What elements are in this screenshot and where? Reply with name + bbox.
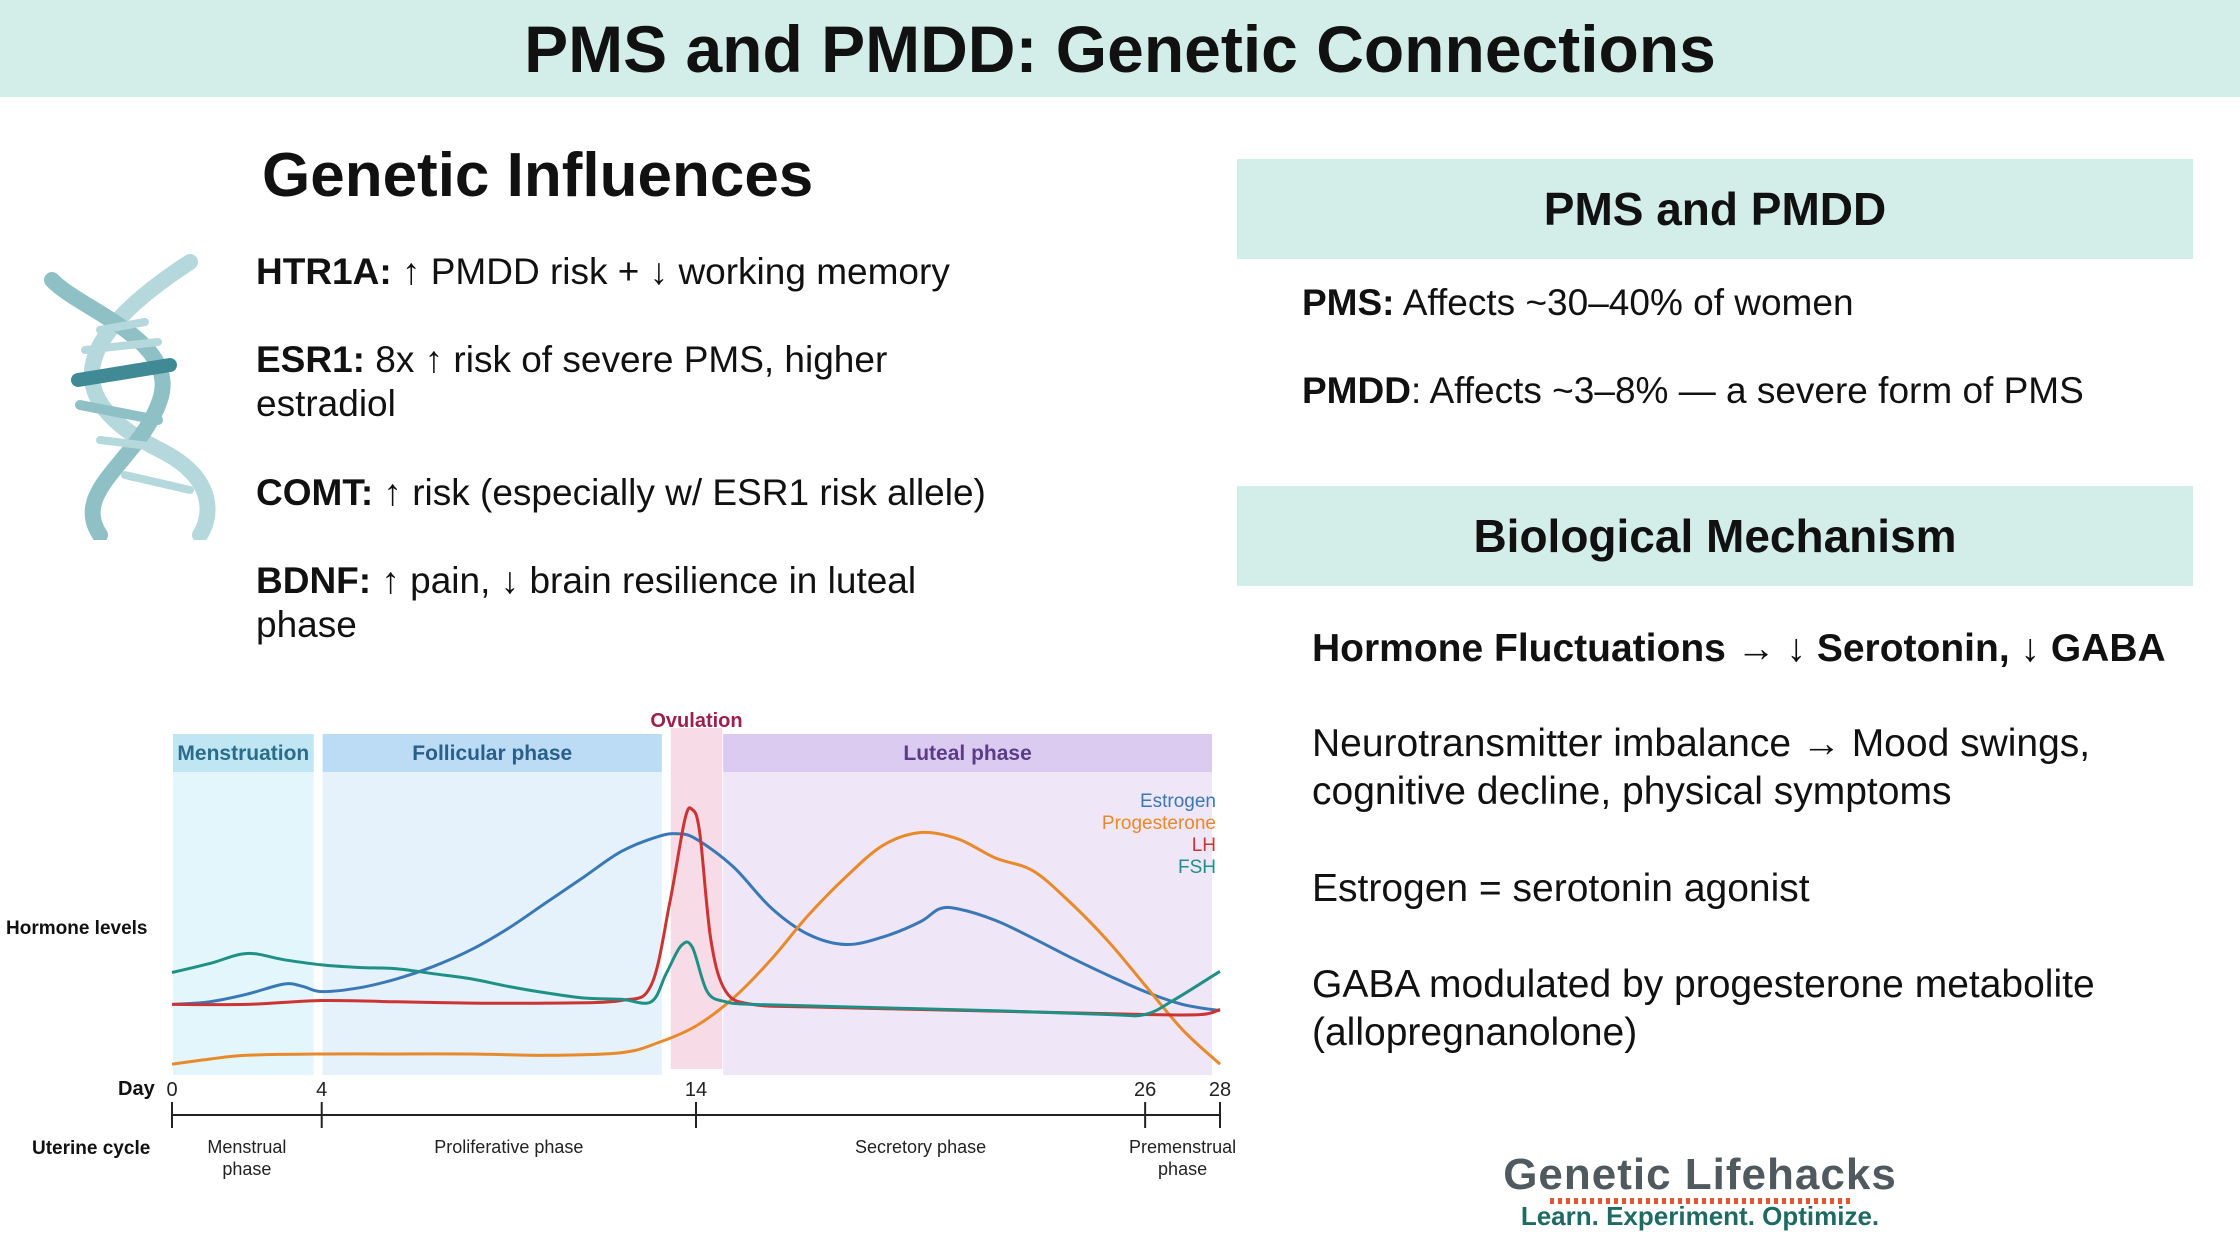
x-axis-label: Day [118,1078,156,1100]
uterine-phase-menstrual-phase-line1: Menstrual [207,1137,286,1157]
dna-helix-icon [44,254,216,540]
gene-name: BDNF: [256,560,372,601]
phase-band-luteal-phase [723,734,1212,1075]
gene-name: ESR1: [256,339,365,380]
gene-name: COMT: [256,472,374,513]
x-axis-ticks: 0 4 14 26 28 [166,1079,1231,1128]
phase-label-menstruation: Menstruation [177,742,309,765]
x-tick-label-26: 26 [1134,1079,1156,1101]
phase-label-luteal-phase: Luteal phase [903,742,1031,765]
pms-pmdd-header: PMS and PMDD [1237,159,2193,259]
logo-dots [1550,1198,1850,1204]
page-title: PMS and PMDD: Genetic Connections [524,11,1716,86]
hormone-cycle-chart: Menstruation Follicular phase OvulationLut… [6,710,1236,1179]
phase-band-follicular-phase [322,734,662,1075]
mechanism-line-gaba: GABA modulated by progesterone metabolit… [1312,963,2095,1054]
x-tick-label-28: 28 [1209,1079,1231,1101]
genetic-influences-title: Genetic Influences [262,141,814,210]
gene-name: HTR1A: [256,251,392,292]
phase-band-ovulation [670,728,723,1069]
mechanism-line-estrogen: Estrogen = serotonin agonist [1312,867,1810,910]
legend-entry-progesterone: Progesterone [1102,813,1216,834]
uterine-phase-premenstrual-phase-line1: Premenstrual [1129,1137,1236,1157]
phase-header-luteal-phase [723,734,1212,772]
pmdd-stat: PMDD: Affects ~3–8% — a severe form of P… [1302,370,2084,412]
series-line-fsh [171,940,1221,1018]
mechanism-line-hormone: Hormone Fluctuations → ↓ Serotonin, ↓ GA… [1312,627,2166,670]
uterine-phase-premenstrual-phase-line2: phase [1158,1159,1207,1179]
title-banner: PMS and PMDD: Genetic Connections [0,0,2240,97]
pms-stat: PMS: Affects ~30–40% of women [1302,282,1854,324]
series-layer [171,806,1222,1066]
uterine-cycle-label: Uterine cycle [32,1138,150,1159]
legend-entry-estrogen: Estrogen [1140,791,1216,812]
legend-entry-fsh: FSH [1178,857,1216,878]
phase-layer: Menstruation Follicular phase OvulationLut… [173,710,1212,1075]
y-axis-label: Hormone levels [6,918,148,939]
gene-text: ↑ pain, ↓ brain resilience in luteal pha… [256,560,917,645]
phase-header-menstruation [173,734,314,772]
x-tick-label-14: 14 [685,1079,707,1101]
gene-text: 8x ↑ risk of severe PMS, higher estradio… [256,339,888,424]
stat-name: PMDD [1302,370,1411,411]
gene-htr1a: HTR1A: ↑ PMDD risk + ↓ working memory [256,250,1026,294]
phase-label-follicular-phase: Follicular phase [412,742,572,765]
gene-comt: COMT: ↑ risk (especially w/ ESR1 risk al… [256,471,1026,515]
stat-text: : Affects ~3–8% — a severe form of PMS [1410,370,2084,411]
legend-entry-lh: LH [1192,835,1216,856]
uterine-phase-menstrual-phase-line2: phase [222,1159,271,1179]
gene-text: ↑ risk (especially w/ ESR1 risk allele) [373,472,986,513]
gene-esr1: ESR1: 8x ↑ risk of severe PMS, higher es… [256,338,1026,426]
x-tick-label-4: 4 [316,1079,327,1101]
uterine-phase-proliferative-phase: Proliferative phase [434,1137,583,1157]
phase-band-menstruation [173,734,314,1075]
uterine-phase-secretory-phase: Secretory phase [855,1137,986,1157]
logo-wordmark: Genetic Lifehacks [1503,1150,1897,1199]
genetic-lifehacks-logo: Genetic Lifehacks Learn. Experiment. Opt… [1500,1150,1900,1232]
gene-text: ↑ PMDD risk + ↓ working memory [391,251,950,292]
phase-header-follicular-phase [322,734,662,772]
series-line-progesterone [171,830,1222,1066]
x-tick-label-0: 0 [166,1079,177,1101]
stat-text: Affects ~30–40% of women [1394,282,1854,323]
logo-tagline: Learn. Experiment. Optimize. [1520,1201,1880,1231]
series-line-estrogen [171,832,1221,1013]
pms-pmdd-title: PMS and PMDD [1543,183,1887,235]
mechanism-title: Biological Mechanism [1473,510,1957,562]
mechanism-header: Biological Mechanism [1237,486,2193,586]
stat-name: PMS: [1302,282,1395,323]
mechanism-line-neuro: Neurotransmitter imbalance → Mood swings… [1312,722,2091,813]
phase-label-ovulation: Ovulation [650,710,742,732]
gene-bdnf: BDNF: ↑ pain, ↓ brain resilience in lute… [256,559,1026,647]
